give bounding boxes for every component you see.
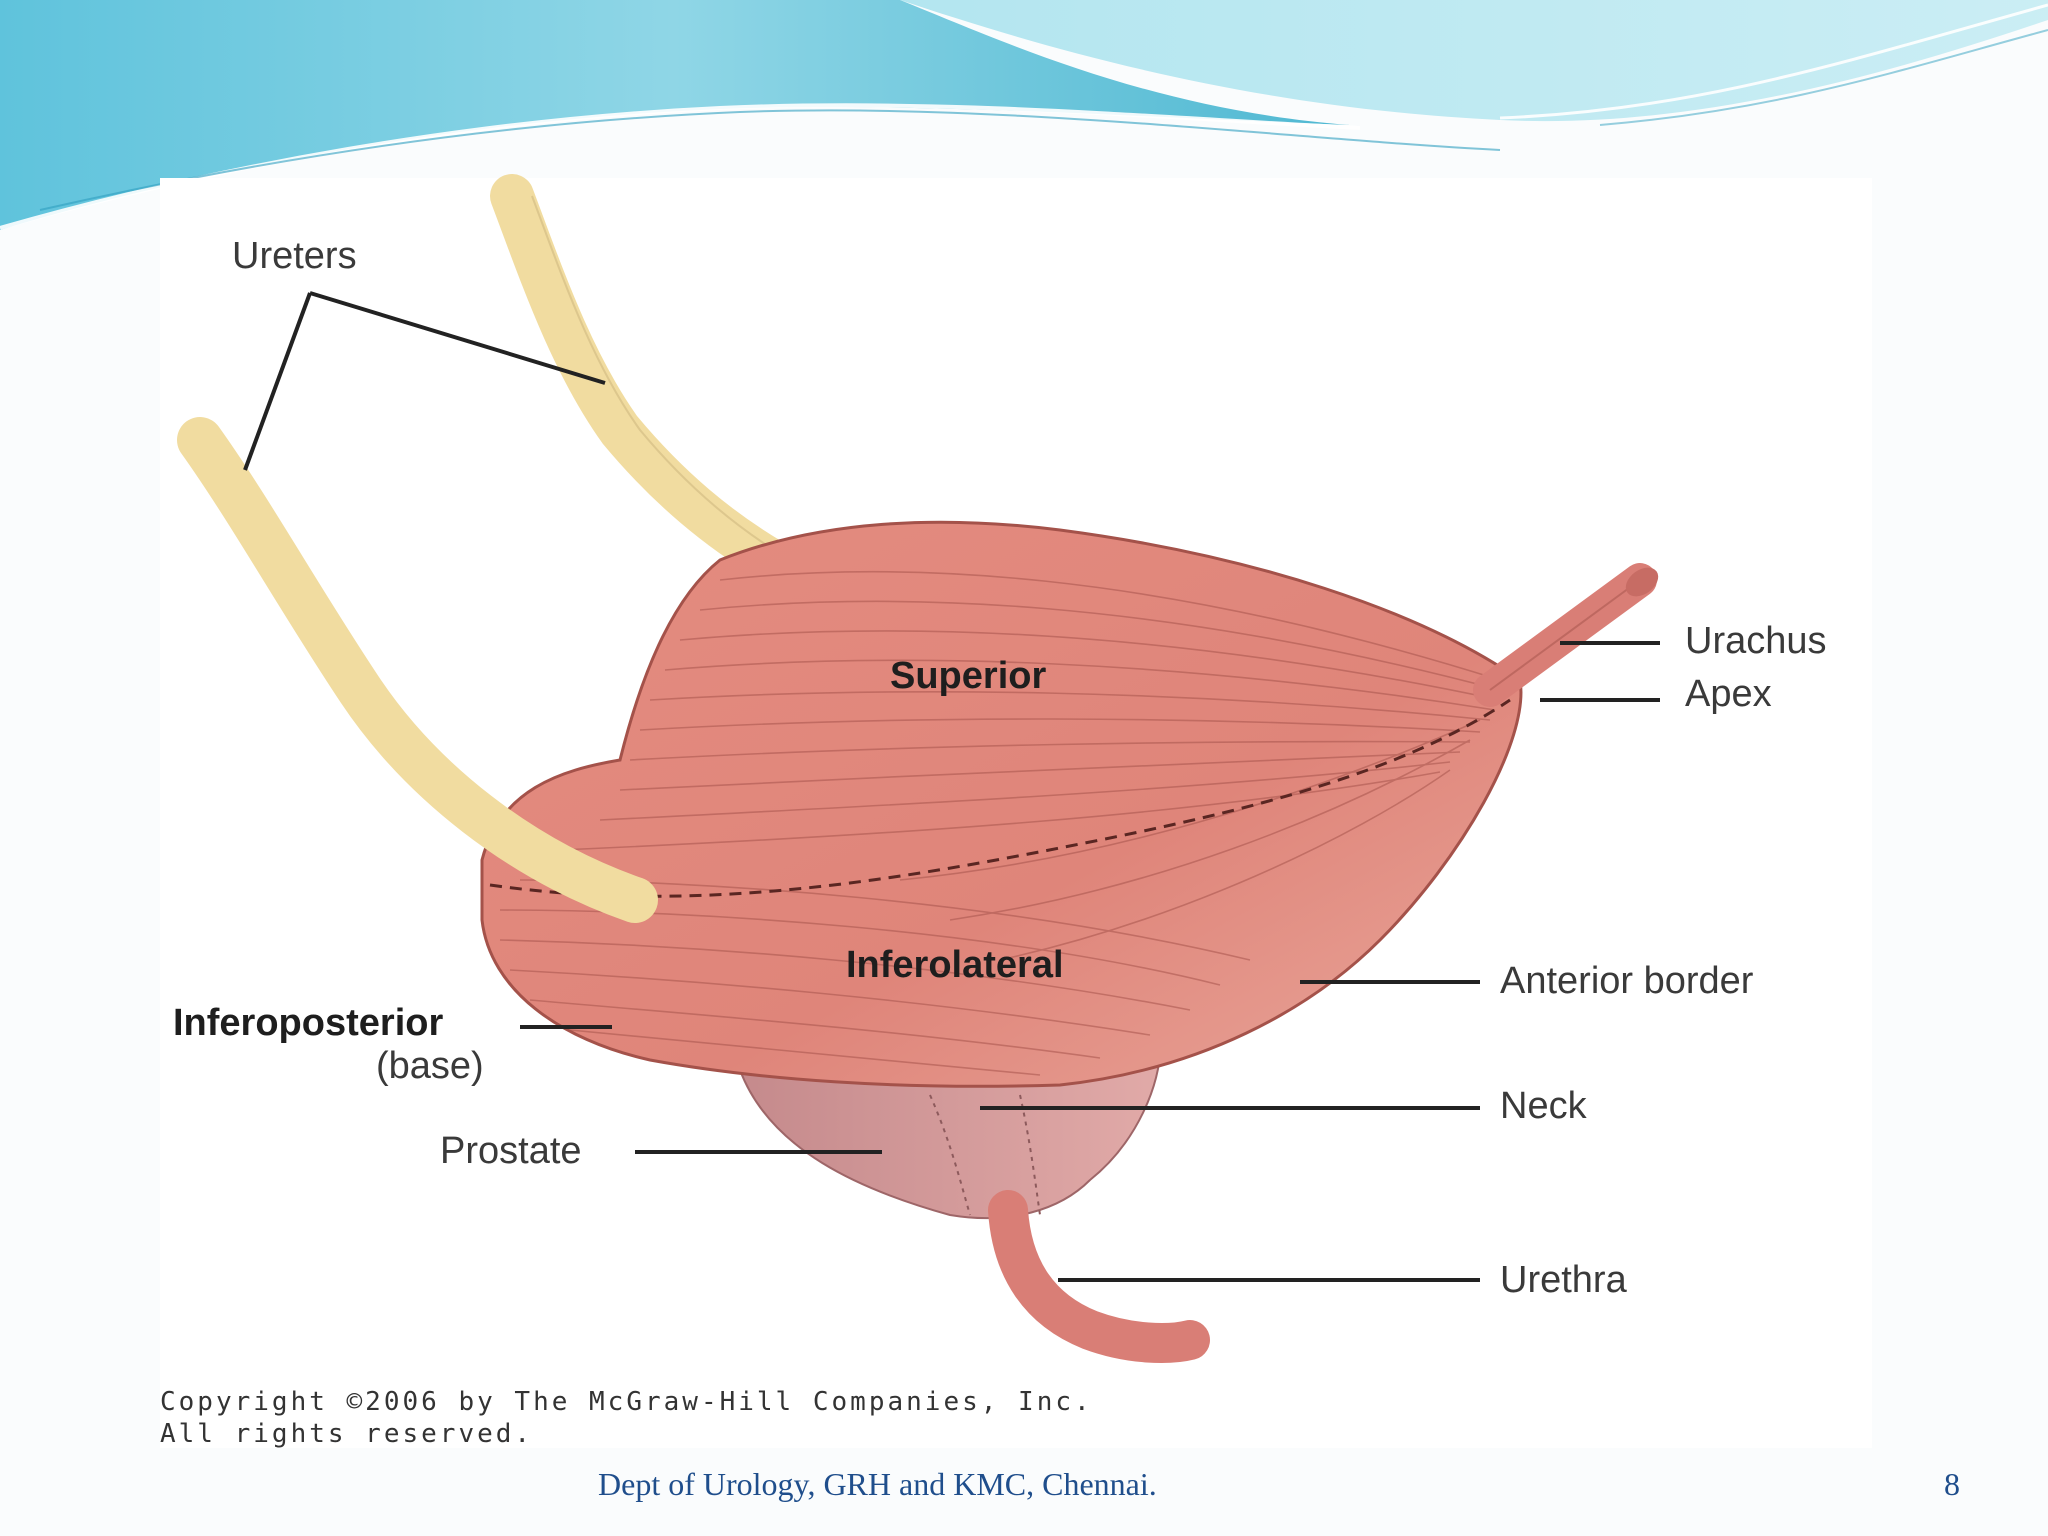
label-urethra: Urethra xyxy=(1500,1259,1628,1301)
footer-department: Dept of Urology, GRH and KMC, Chennai. xyxy=(598,1466,1157,1502)
label-urachus: Urachus xyxy=(1685,620,1827,662)
label-prostate: Prostate xyxy=(440,1130,582,1172)
bladder-body xyxy=(480,520,1523,1088)
label-inferoposterior: Inferoposterior xyxy=(173,1002,443,1044)
label-anterior-border: Anterior border xyxy=(1500,960,1754,1002)
label-ureters: Ureters xyxy=(232,235,357,277)
leader-lines xyxy=(243,291,1660,1282)
label-neck: Neck xyxy=(1500,1085,1588,1127)
copyright-line-2: All rights reserved. xyxy=(160,1419,533,1449)
copyright-line-1: Copyright ©2006 by The McGraw-Hill Compa… xyxy=(160,1387,1093,1417)
label-inferolateral: Inferolateral xyxy=(846,944,1064,986)
urethra-shape xyxy=(988,1190,1210,1363)
label-apex: Apex xyxy=(1685,673,1772,715)
slide-number: 8 xyxy=(1944,1466,1960,1502)
header-wave-decoration xyxy=(0,0,2048,230)
label-superior: Superior xyxy=(890,655,1046,697)
left-ureter xyxy=(177,417,658,923)
surface-boundary xyxy=(489,698,1511,898)
muscle-fibres xyxy=(499,570,1501,1076)
label-base: (base) xyxy=(376,1045,484,1087)
right-ureter xyxy=(490,174,792,582)
